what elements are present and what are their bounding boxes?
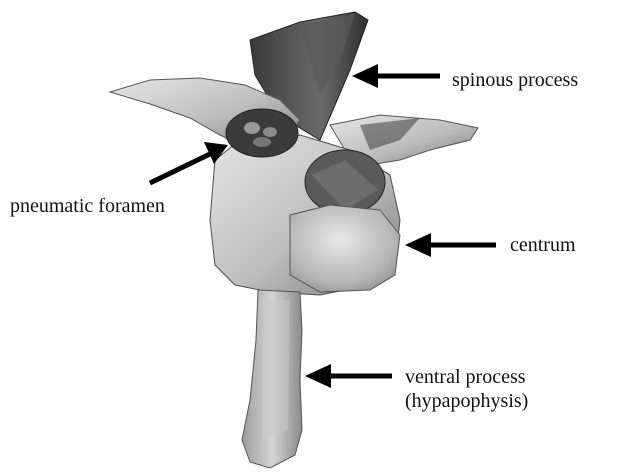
arrow-centrum <box>405 233 496 257</box>
arrow-ventral-process <box>305 364 392 388</box>
centrum-face <box>305 150 385 214</box>
pneumatic-foramen-cavity <box>226 109 298 157</box>
ventral-process-bone <box>242 290 302 468</box>
label-centrum: centrum <box>510 233 576 257</box>
label-spinous-process: spinous process <box>452 68 578 92</box>
arrow-spinous-process <box>352 64 440 88</box>
label-ventral-process-line1: ventral process <box>405 365 528 389</box>
label-ventral-process: ventral process (hypapophysis) <box>405 365 528 413</box>
centrum-body <box>290 205 400 292</box>
label-ventral-process-line2: (hypapophysis) <box>405 389 528 413</box>
label-pneumatic-foramen: pneumatic foramen <box>10 194 165 218</box>
